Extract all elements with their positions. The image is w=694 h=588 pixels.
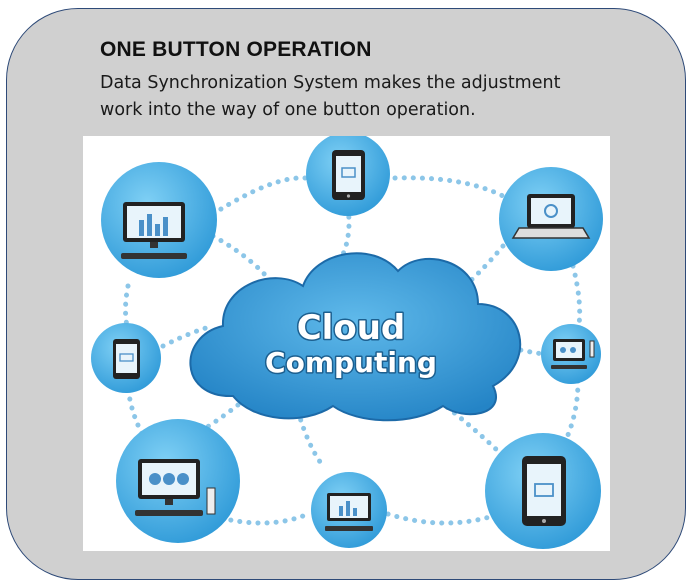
cloud-label-line2: Computing <box>265 346 437 379</box>
cloud-label-line1: Cloud <box>297 308 406 348</box>
desktop-monitor-icon <box>121 202 187 259</box>
desktop-monitor-icon <box>325 493 373 531</box>
slide-description: Data Synchronization System makes the ad… <box>100 73 561 120</box>
cloud-computing-illustration: Cloud Computing <box>83 136 610 551</box>
tablet-icon <box>113 339 140 379</box>
node-tablet-top <box>306 136 390 216</box>
tablet-icon <box>332 150 365 200</box>
node-desktop-bottom-left <box>116 419 240 543</box>
node-tablet-left <box>91 323 161 393</box>
node-desktop-bottom-center <box>311 472 387 548</box>
desktop-monitor-icon <box>551 339 595 369</box>
tablet-icon <box>522 456 566 526</box>
node-desktop-right <box>541 324 601 384</box>
node-tablet-bottom-right <box>485 433 601 549</box>
node-laptop-top-right <box>499 167 603 271</box>
cloud-shape: Cloud Computing <box>189 252 522 422</box>
node-desktop-top-left <box>101 162 217 278</box>
slide-heading: ONE BUTTON OPERATION <box>100 38 372 61</box>
laptop-icon <box>511 194 591 239</box>
desktop-monitor-icon <box>135 459 216 516</box>
